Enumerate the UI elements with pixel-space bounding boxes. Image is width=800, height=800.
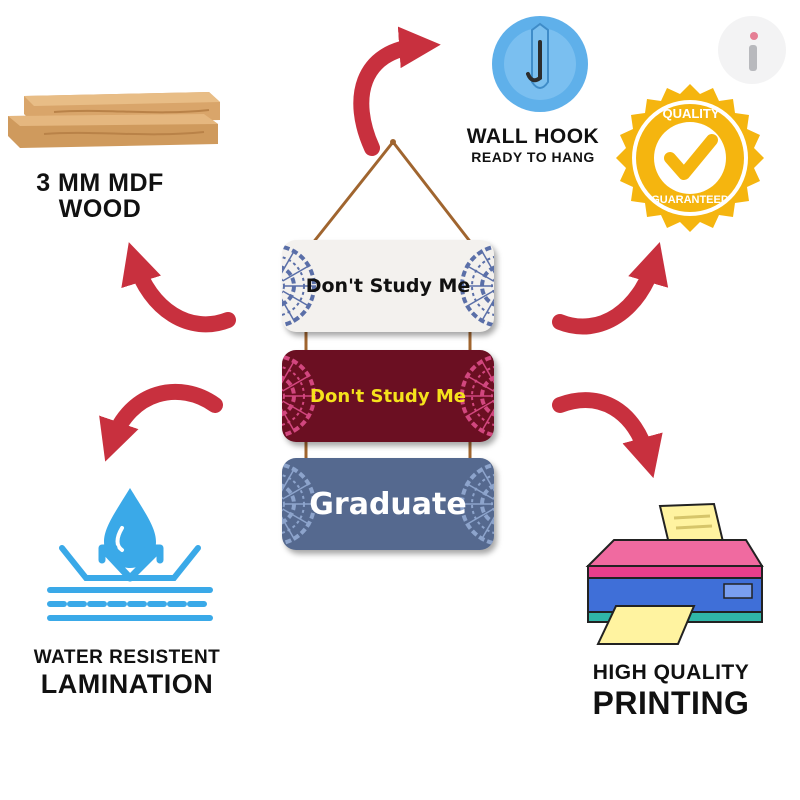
sign-top: Don't Study Me <box>282 240 494 332</box>
mandala-left <box>282 244 316 328</box>
printer-icon <box>574 500 770 650</box>
arrow-to-wood <box>121 242 236 333</box>
water-label: WATER RESISTENT LAMINATION <box>33 647 221 699</box>
mandala-left <box>282 354 316 438</box>
mandala-right <box>460 462 494 546</box>
mandala-left <box>282 462 316 546</box>
arrow-to-hook <box>353 26 441 156</box>
wood-label: 3 MM MDF WOOD <box>36 169 164 224</box>
wood-planks-icon <box>4 86 224 156</box>
print-label: HIGH QUALITY PRINTING <box>592 661 750 722</box>
sign-bottom: Graduate <box>282 458 494 550</box>
arrow-to-badge <box>552 242 669 335</box>
water-drop-icon <box>42 484 222 624</box>
sign-middle: Don't Study Me <box>282 350 494 442</box>
arrow-to-water <box>99 384 223 462</box>
quality-badge-icon: QUALITY GUARANTEED <box>608 82 772 246</box>
badge-bottom-text: GUARANTEED <box>651 194 729 206</box>
sign-top-text: Don't Study Me <box>305 275 471 297</box>
badge-top-text: QUALITY <box>662 106 720 121</box>
sign-bottom-text: Graduate <box>309 486 467 522</box>
wall-hook-icon <box>488 12 592 116</box>
mandala-right <box>460 244 494 328</box>
info-logo-icon <box>716 14 788 86</box>
arrow-to-printer <box>552 392 663 479</box>
sign-middle-text: Don't Study Me <box>310 385 466 407</box>
hook-label: WALL HOOK READY TO HANG <box>466 125 600 166</box>
mandala-right <box>460 354 494 438</box>
